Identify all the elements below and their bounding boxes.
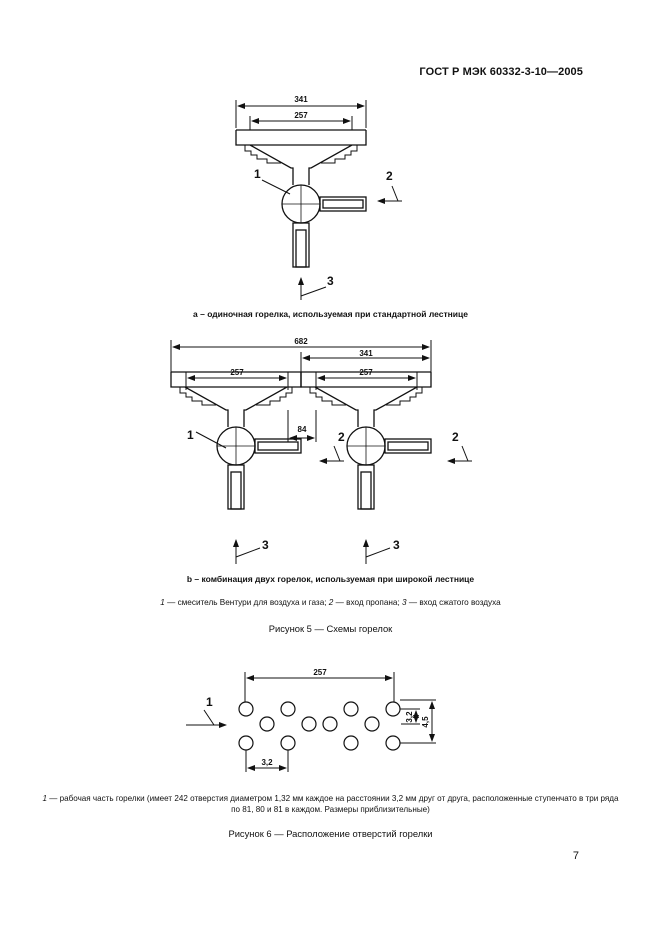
- legend-5-num-3: 3: [402, 598, 407, 607]
- legend-5-num-1: 1: [160, 598, 165, 607]
- label-5a-3: 3: [327, 274, 334, 288]
- figure-5-title: Рисунок 5 — Схемы горелок: [268, 623, 393, 634]
- dim-6-height: 4,5: [421, 716, 430, 728]
- dim-5b-257-right: 257: [359, 368, 373, 377]
- figure-6-dimensions: [186, 672, 436, 772]
- label-5b-2-left: 2: [338, 430, 345, 444]
- legend-5-text-1: — смеситель Вентури для воздуха и газа;: [164, 598, 329, 607]
- figure-6-holes: [238, 701, 401, 751]
- dim-5b-257-left: 257: [230, 368, 244, 377]
- dim-5a-257: 257: [294, 111, 308, 120]
- figure-5b-right-burner: [300, 371, 432, 510]
- dim-5b-682: 682: [294, 337, 308, 346]
- dim-5a-341: 341: [294, 95, 308, 104]
- figure-5b-dimensions: [170, 340, 472, 564]
- figure-5a-dimensions: [235, 100, 402, 300]
- legend-5-num-2: 2: [328, 598, 334, 607]
- label-5b-1: 1: [187, 428, 194, 442]
- label-5b-3-right: 3: [393, 538, 400, 552]
- label-5a-1: 1: [254, 167, 261, 181]
- label-5a-2: 2: [386, 169, 393, 183]
- legend-6-text: — рабочая часть горелки (имеет 242 отвер…: [47, 794, 619, 814]
- label-6-1: 1: [206, 695, 213, 709]
- caption-5a: а – одиночная горелка, используемая при …: [193, 309, 468, 319]
- figure-6-title: Рисунок 6 — Расположение отверстий горел…: [228, 828, 433, 839]
- caption-5b: b – комбинация двух горелок, используема…: [186, 574, 475, 584]
- legend-figure-6: 1 — рабочая часть горелки (имеет 242 отв…: [40, 793, 621, 815]
- figure-5a-drawing: [235, 129, 367, 268]
- page-number: 7: [572, 850, 579, 862]
- dim-6-pitch: 3,2: [261, 758, 273, 767]
- legend-5-text-2: — вход пропана;: [333, 598, 403, 607]
- dim-5b-84: 84: [298, 425, 307, 434]
- legend-figure-5: 1 — смеситель Вентури для воздуха и газа…: [0, 598, 661, 607]
- document-header: ГОСТ Р МЭК 60332-3-10—2005: [419, 66, 583, 78]
- dim-5b-341: 341: [359, 349, 373, 358]
- dim-6-row: 3,2: [405, 711, 414, 723]
- legend-6-num-1: 1: [42, 794, 48, 803]
- legend-5-text-3: — вход сжатого воздуха: [406, 598, 501, 607]
- label-5b-3-left: 3: [262, 538, 269, 552]
- dim-6-257: 257: [313, 668, 327, 677]
- label-5b-2-right: 2: [452, 430, 459, 444]
